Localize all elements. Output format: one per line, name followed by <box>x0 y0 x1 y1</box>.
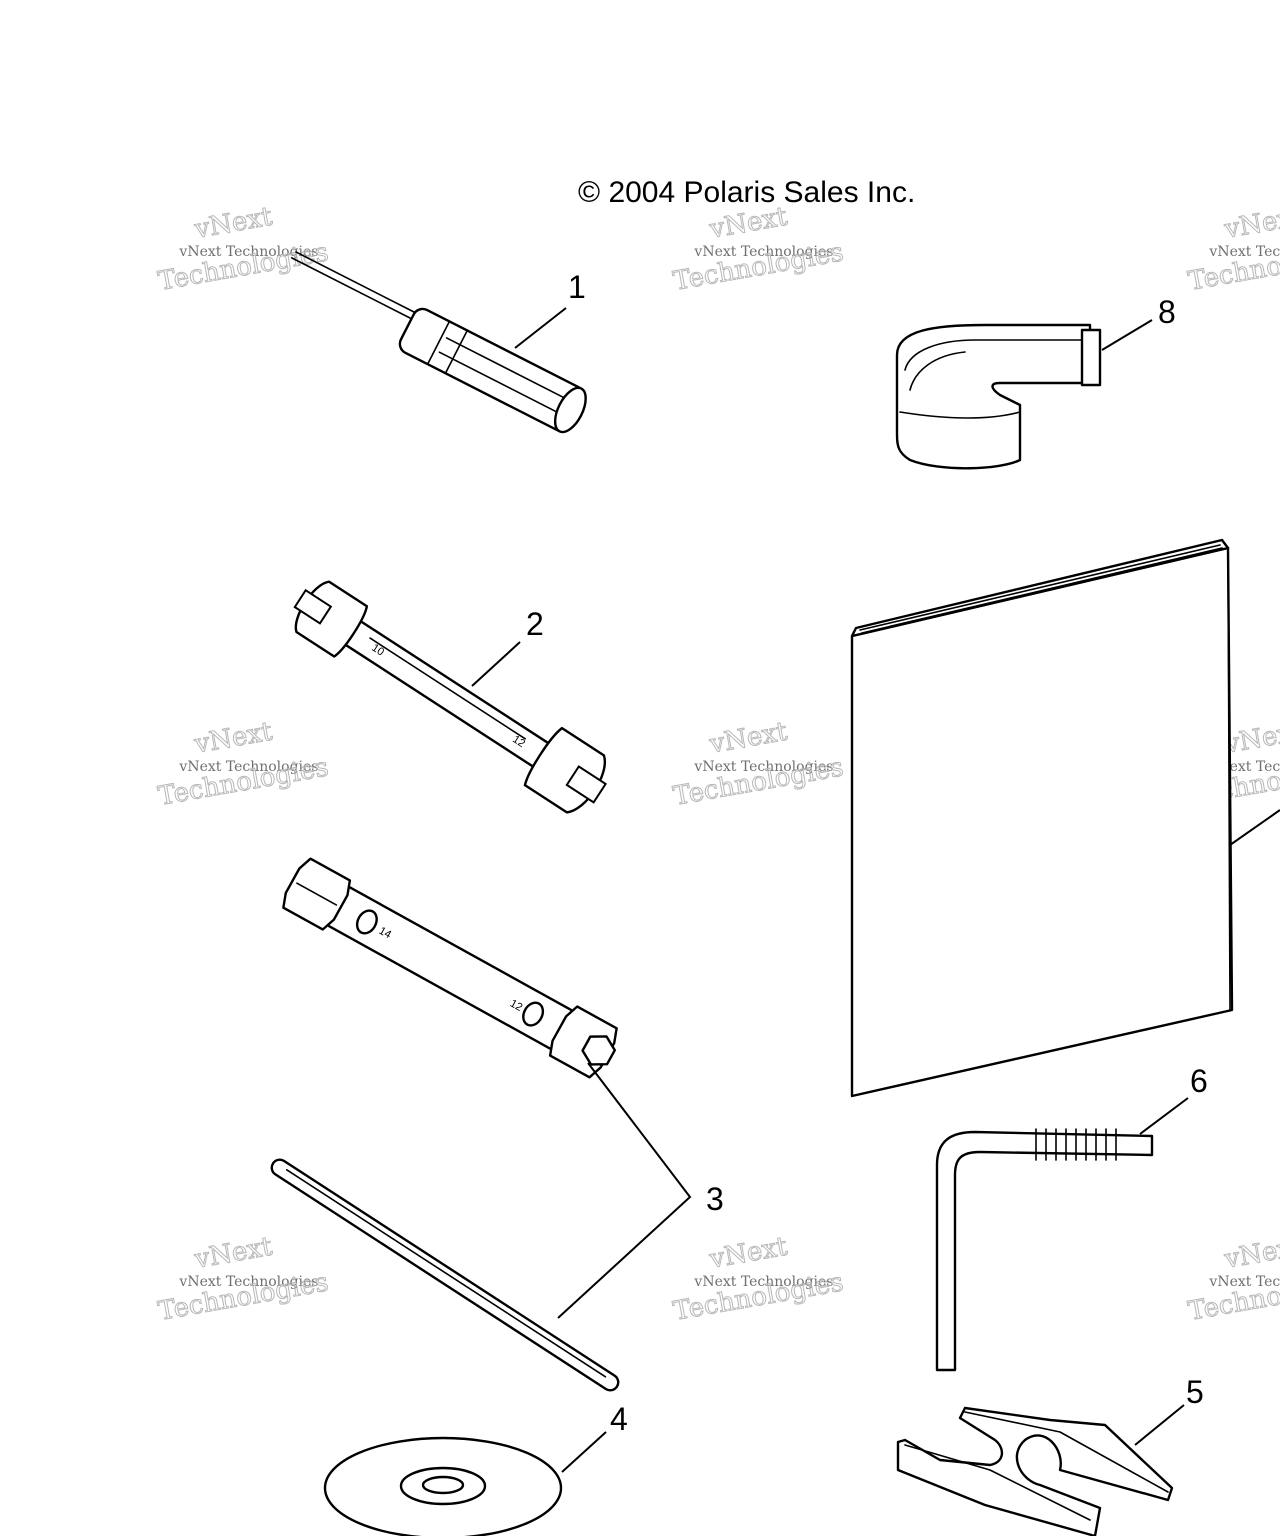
watermark: vNext vNext Technologies Technologies <box>671 201 847 297</box>
watermark-line-2: vNext Technologies <box>1208 1274 1280 1290</box>
leader-2 <box>471 641 521 687</box>
owners-manual[interactable] <box>850 538 1234 1098</box>
watermark-line-2: vNext Technologies <box>178 1274 318 1290</box>
socket-size-14: 14 <box>377 925 394 941</box>
copyright-text: © 2004 Polaris Sales Inc. <box>578 176 915 209</box>
watermark: vNext vNext Technologies Technologies <box>156 201 332 297</box>
watermark-line-1: vNext <box>1222 1232 1280 1275</box>
watermark-line-2: vNext Technologies <box>693 759 833 775</box>
watermark-line-2: vNext Technologies <box>178 244 318 260</box>
leader-1 <box>514 307 567 349</box>
watermark-line-2: vNext Technologies <box>693 244 833 260</box>
callout-4: 4 <box>610 1401 628 1437</box>
spanner-tool[interactable] <box>896 1406 1174 1536</box>
wrench-size-12: 12 <box>510 733 527 750</box>
screwdriver[interactable] <box>291 251 592 437</box>
leader-5 <box>1134 1404 1185 1446</box>
watermark: vNext vNext Technologies Technologies <box>671 1231 847 1327</box>
watermark-line-1: vNext <box>192 202 275 245</box>
wrench-size-10: 10 <box>369 642 386 659</box>
strap-roll[interactable] <box>895 323 1102 470</box>
leader-3 <box>557 1062 692 1319</box>
callout-8: 8 <box>1158 294 1176 330</box>
leader-8 <box>1101 319 1153 351</box>
tommy-bar[interactable] <box>269 1157 622 1394</box>
watermark: vNext vNext Technologies Technologies <box>671 716 847 812</box>
cd-disc[interactable] <box>323 1436 563 1536</box>
callout-6: 6 <box>1190 1063 1208 1099</box>
watermark-line-1: vNext <box>707 717 790 760</box>
callout-1: 1 <box>568 269 586 305</box>
watermark: vNext vNext Technologies Technologies <box>1186 1231 1280 1327</box>
watermark-line-1: vNext <box>192 717 275 760</box>
watermark-line-1: vNext <box>1222 202 1280 245</box>
watermark-line-1: vNext <box>707 1232 790 1275</box>
leader-4 <box>561 1431 607 1473</box>
callout-5: 5 <box>1186 1374 1204 1410</box>
watermark-line-2: vNext Technologies <box>693 1274 833 1290</box>
key-threads <box>1035 1128 1117 1161</box>
socket-wrench[interactable]: 14 12 <box>279 856 625 1081</box>
watermark-line-2: vNext Technologies <box>178 759 318 775</box>
watermark-line-1: vNext <box>192 1232 275 1275</box>
watermark: vNext vNext Technologies Technologies <box>1186 201 1280 297</box>
watermark: vNext vNext Technologies Technologies <box>156 716 332 812</box>
watermark: vNext vNext Technologies Technologies <box>156 1231 332 1327</box>
socket-size-12: 12 <box>508 998 525 1014</box>
callout-3: 3 <box>706 1181 724 1217</box>
watermark-line-2: vNext Technologies <box>1208 244 1280 260</box>
callout-2: 2 <box>526 606 544 642</box>
leader-manual <box>1229 809 1280 846</box>
open-end-wrench[interactable]: 10 12 <box>282 570 618 821</box>
allen-key[interactable] <box>935 1128 1154 1372</box>
leader-6 <box>1139 1097 1189 1135</box>
